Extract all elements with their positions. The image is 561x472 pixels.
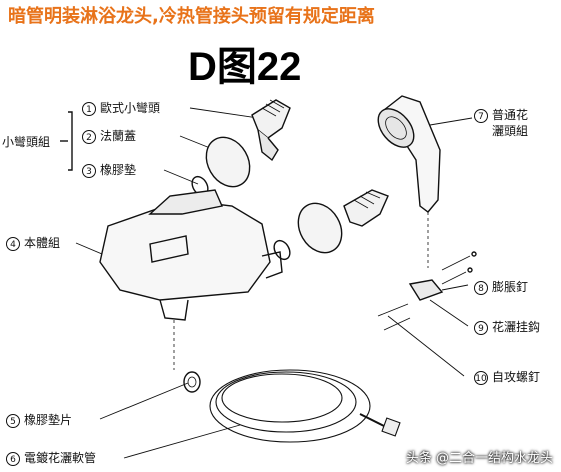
part-label-10: 10 自攻螺釘 — [474, 370, 540, 385]
part-text-3: 橡膠墊 — [100, 163, 137, 177]
part-label-4: 4 本體組 — [6, 236, 60, 251]
group-bracket — [68, 111, 73, 171]
part-label-6: 6 電鍍花灑軟管 — [6, 451, 96, 466]
small-elbow-left-drawing — [251, 99, 291, 162]
part-text-7-line2: 灑頭組 — [492, 124, 529, 138]
part-text-10: 自攻螺釘 — [492, 370, 541, 384]
part-text-4: 本體組 — [24, 236, 61, 250]
headline: 暗管明装淋浴龙头,冷热管接头预留有规定距离 — [8, 6, 375, 27]
hand-shower-drawing — [377, 95, 441, 268]
rubber-washer-right-drawing — [273, 239, 291, 261]
part-label-3: 3 橡膠墊 — [82, 163, 136, 178]
leader-1 — [189, 107, 259, 119]
part-label-9: 9 花灑挂鈎 — [474, 320, 540, 335]
part-number-8: 8 — [474, 280, 488, 295]
group-label: 小彎頭組 — [2, 135, 51, 149]
leader-7 — [429, 117, 473, 126]
part-text-7-line1: 普通花 — [492, 108, 529, 122]
part-label-8: 8 膨脹釘 — [474, 280, 528, 295]
part-label-7: 7 普通花 — [474, 108, 528, 123]
part-number-3: 3 — [82, 163, 96, 178]
figure-title: D图22 — [188, 45, 302, 89]
part-number-5: 5 — [6, 413, 20, 428]
leader-8 — [441, 284, 469, 291]
part-number-1: 1 — [82, 101, 96, 116]
leader-9 — [429, 299, 469, 327]
rubber-gasket-piece-drawing — [183, 371, 201, 393]
leader-5 — [99, 382, 189, 420]
leader-10 — [387, 315, 465, 377]
part-text-5: 橡膠墊片 — [24, 413, 73, 427]
wall-bracket-drawing — [377, 251, 477, 331]
part-label-7-line2: 灑頭組 — [492, 124, 528, 138]
small-elbow-right-drawing — [343, 189, 389, 227]
flange-cover-right-drawing — [297, 202, 343, 254]
part-number-9: 9 — [474, 320, 488, 335]
part-number-4: 4 — [6, 236, 20, 251]
part-label-2: 2 法蘭蓋 — [82, 129, 136, 144]
leader-6 — [123, 424, 241, 459]
part-text-9: 花灑挂鈎 — [492, 320, 541, 334]
part-label-1: 1 歐式小彎頭 — [82, 101, 160, 116]
part-text-8: 膨脹釘 — [492, 280, 529, 294]
part-number-2: 2 — [82, 129, 96, 144]
flange-cover-left-drawing — [205, 136, 251, 188]
part-number-6: 6 — [6, 451, 20, 466]
hose-drawing — [209, 369, 401, 443]
part-number-7: 7 — [474, 108, 488, 123]
part-number-10: 10 — [474, 370, 488, 385]
watermark: 头条 @二合一结构水龙头 — [405, 451, 553, 466]
part-text-2: 法蘭蓋 — [100, 129, 137, 143]
part-text-1: 歐式小彎頭 — [100, 101, 161, 115]
part-label-5: 5 橡膠墊片 — [6, 413, 72, 428]
part-text-6: 電鍍花灑軟管 — [24, 451, 97, 465]
mixer-body-drawing — [99, 189, 283, 370]
